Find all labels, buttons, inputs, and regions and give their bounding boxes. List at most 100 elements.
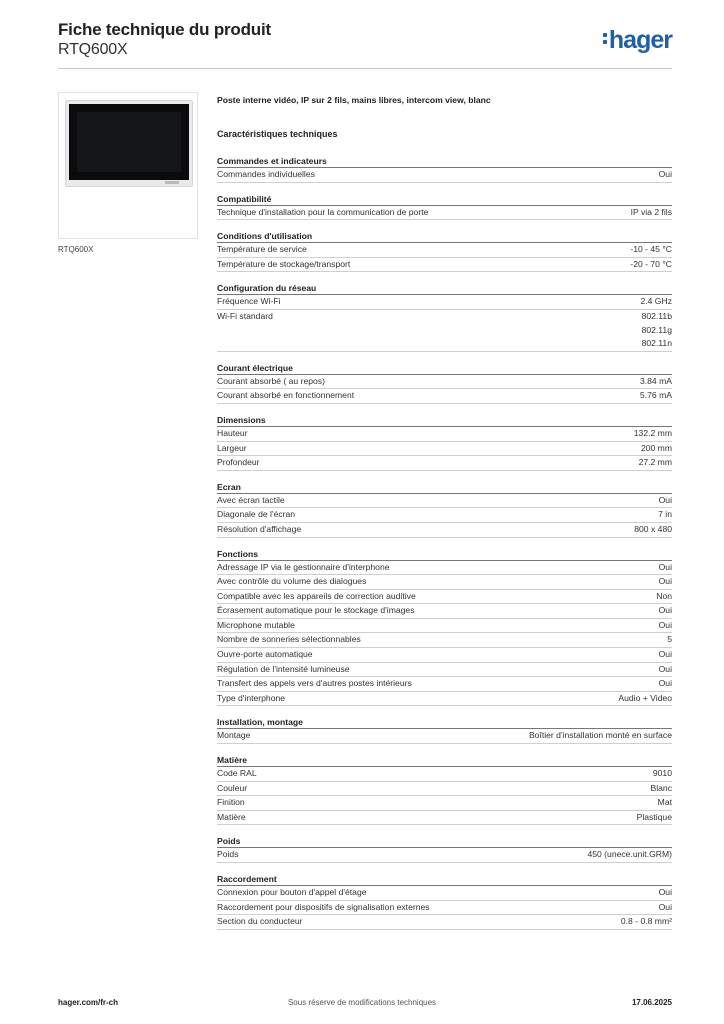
spec-value: 2.4 GHz [640,296,672,307]
spec-value: 9010 [652,768,672,779]
spec-label: Technique d'installation pour la communi… [217,206,429,217]
spec-value: 5.76 mA [639,390,672,401]
spec-label: Avec écran tactile [217,494,285,505]
spec-row: Largeur 200 mm [217,442,672,457]
spec-label: Montage [217,730,251,741]
spec-value: Oui [658,887,672,897]
spec-value: 27.2 mm [638,457,672,468]
group-spacer [217,272,672,282]
video-intercom-illustration [65,100,193,187]
spec-row: Courant absorbé en fonctionnement 5.76 mA [217,389,672,404]
spec-label: Avec contrôle du volume des dialogues [217,576,367,587]
group-spacer [217,183,672,193]
spec-value: 802.11b 802.11g 802.11n [641,310,672,349]
spec-value: Plastique [636,811,672,822]
spec-label: Poids [217,849,239,860]
spec-row: Diagonale de l'écran 7 in [217,508,672,523]
spec-value: Boîtier d'installation monté en surface [528,730,672,741]
spec-row: Température de stockage/transport -20 - 7… [217,258,672,273]
spec-value: Audio + Video [618,692,672,703]
spec-value: 450 (unece.unit.GRM) [587,849,672,860]
spec-sheet: Poste interne vidéo, IP sur 2 fils, main… [217,95,672,930]
spec-row: Connexion pour bouton d'appel d'étage Oui [217,886,672,901]
spec-label: Compatible avec les appareils de correct… [217,590,416,601]
hager-logo: hager [602,26,673,55]
group-spacer [217,538,672,548]
group-spacer [217,352,672,362]
spec-label: Couleur [217,782,248,793]
spec-label: Wi-Fi standard [217,310,273,321]
product-reference: RTQ600X [58,41,128,58]
spec-value: Oui [658,619,672,630]
spec-row: Poids 450 (unece.unit.GRM) [217,848,672,863]
spec-label: Matière [217,811,246,822]
spec-value: Oui [658,169,672,179]
spec-value: 7 in [658,509,672,520]
spec-row: Compatible avec les appareils de correct… [217,590,672,605]
spec-value: IP via 2 fils [630,206,672,217]
spec-row: Fréquence Wi-Fi 2.4 GHz [217,295,672,310]
spec-label: Commandes individuelles [217,169,315,179]
footer-notice: Sous réserve de modifications techniques [287,998,437,1007]
spec-label: Régulation de l'intensité lumineuse [217,663,350,674]
spec-value: Oui [658,649,672,660]
spec-row: Température de service-10 - 45 °C [217,243,672,258]
spec-value: 5 [667,634,672,645]
product-image-caption: RTQ600X [58,245,94,254]
spec-label: Finition [217,797,245,808]
spec-row: Technique d'installation pour la communi… [217,206,672,221]
spec-row: Avec contrôle du volume des dialogues Oui [217,575,672,590]
spec-label: Fréquence Wi-Fi [217,296,281,307]
group-spacer [217,825,672,835]
group-spacer [217,706,672,716]
group-spacer [217,404,672,414]
spec-label: Résolution d'affichage [217,523,302,534]
spec-row: Courant absorbé ( au repos)3.84 mA [217,375,672,390]
spec-value: Oui [658,901,672,912]
spec-value: -20 - 70 °C [630,258,672,269]
spec-row: Adressage IP via le gestionnaire d'inter… [217,561,672,576]
spec-row: Raccordement pour dispositifs de signali… [217,901,672,916]
spec-value: Oui [658,576,672,587]
page-header: Fiche technique du produit RTQ600X hager [58,20,673,68]
spec-group-title: Compatibilité [217,193,672,206]
spec-group-title: Matière [217,754,672,768]
spec-label: Diagonale de l'écran [217,509,296,520]
spec-value: 200 mm [640,442,672,453]
spec-label: Hauteur [217,427,248,438]
spec-label: Connexion pour bouton d'appel d'étage [217,887,367,897]
spec-label: Courant absorbé en fonctionnement [217,390,355,401]
footer-website-link[interactable]: hager.com/fr-ch [58,998,119,1007]
spec-row: Transfert des appels vers d'autres poste… [217,677,672,692]
header-divider [58,68,672,69]
spec-label: Transfert des appels vers d'autres poste… [217,678,412,689]
spec-value: Non [656,590,672,601]
spec-label: Largeur [217,442,247,453]
spec-label: Écrasement automatique pour le stockage … [217,605,415,616]
spec-group-title: Fonctions [217,548,672,561]
spec-label: Ouvre-porte automatique [217,649,313,660]
spec-label: Température de stockage/transport [217,258,351,269]
section-heading: Caractéristiques techniques [217,129,338,139]
spec-group-title: Commandes et indicateurs [217,155,672,168]
spec-label: Courant absorbé ( au repos) [217,375,325,386]
spec-value: Oui [658,561,672,572]
spec-row: Montage Boîtier d'installation monté en s… [217,729,672,745]
